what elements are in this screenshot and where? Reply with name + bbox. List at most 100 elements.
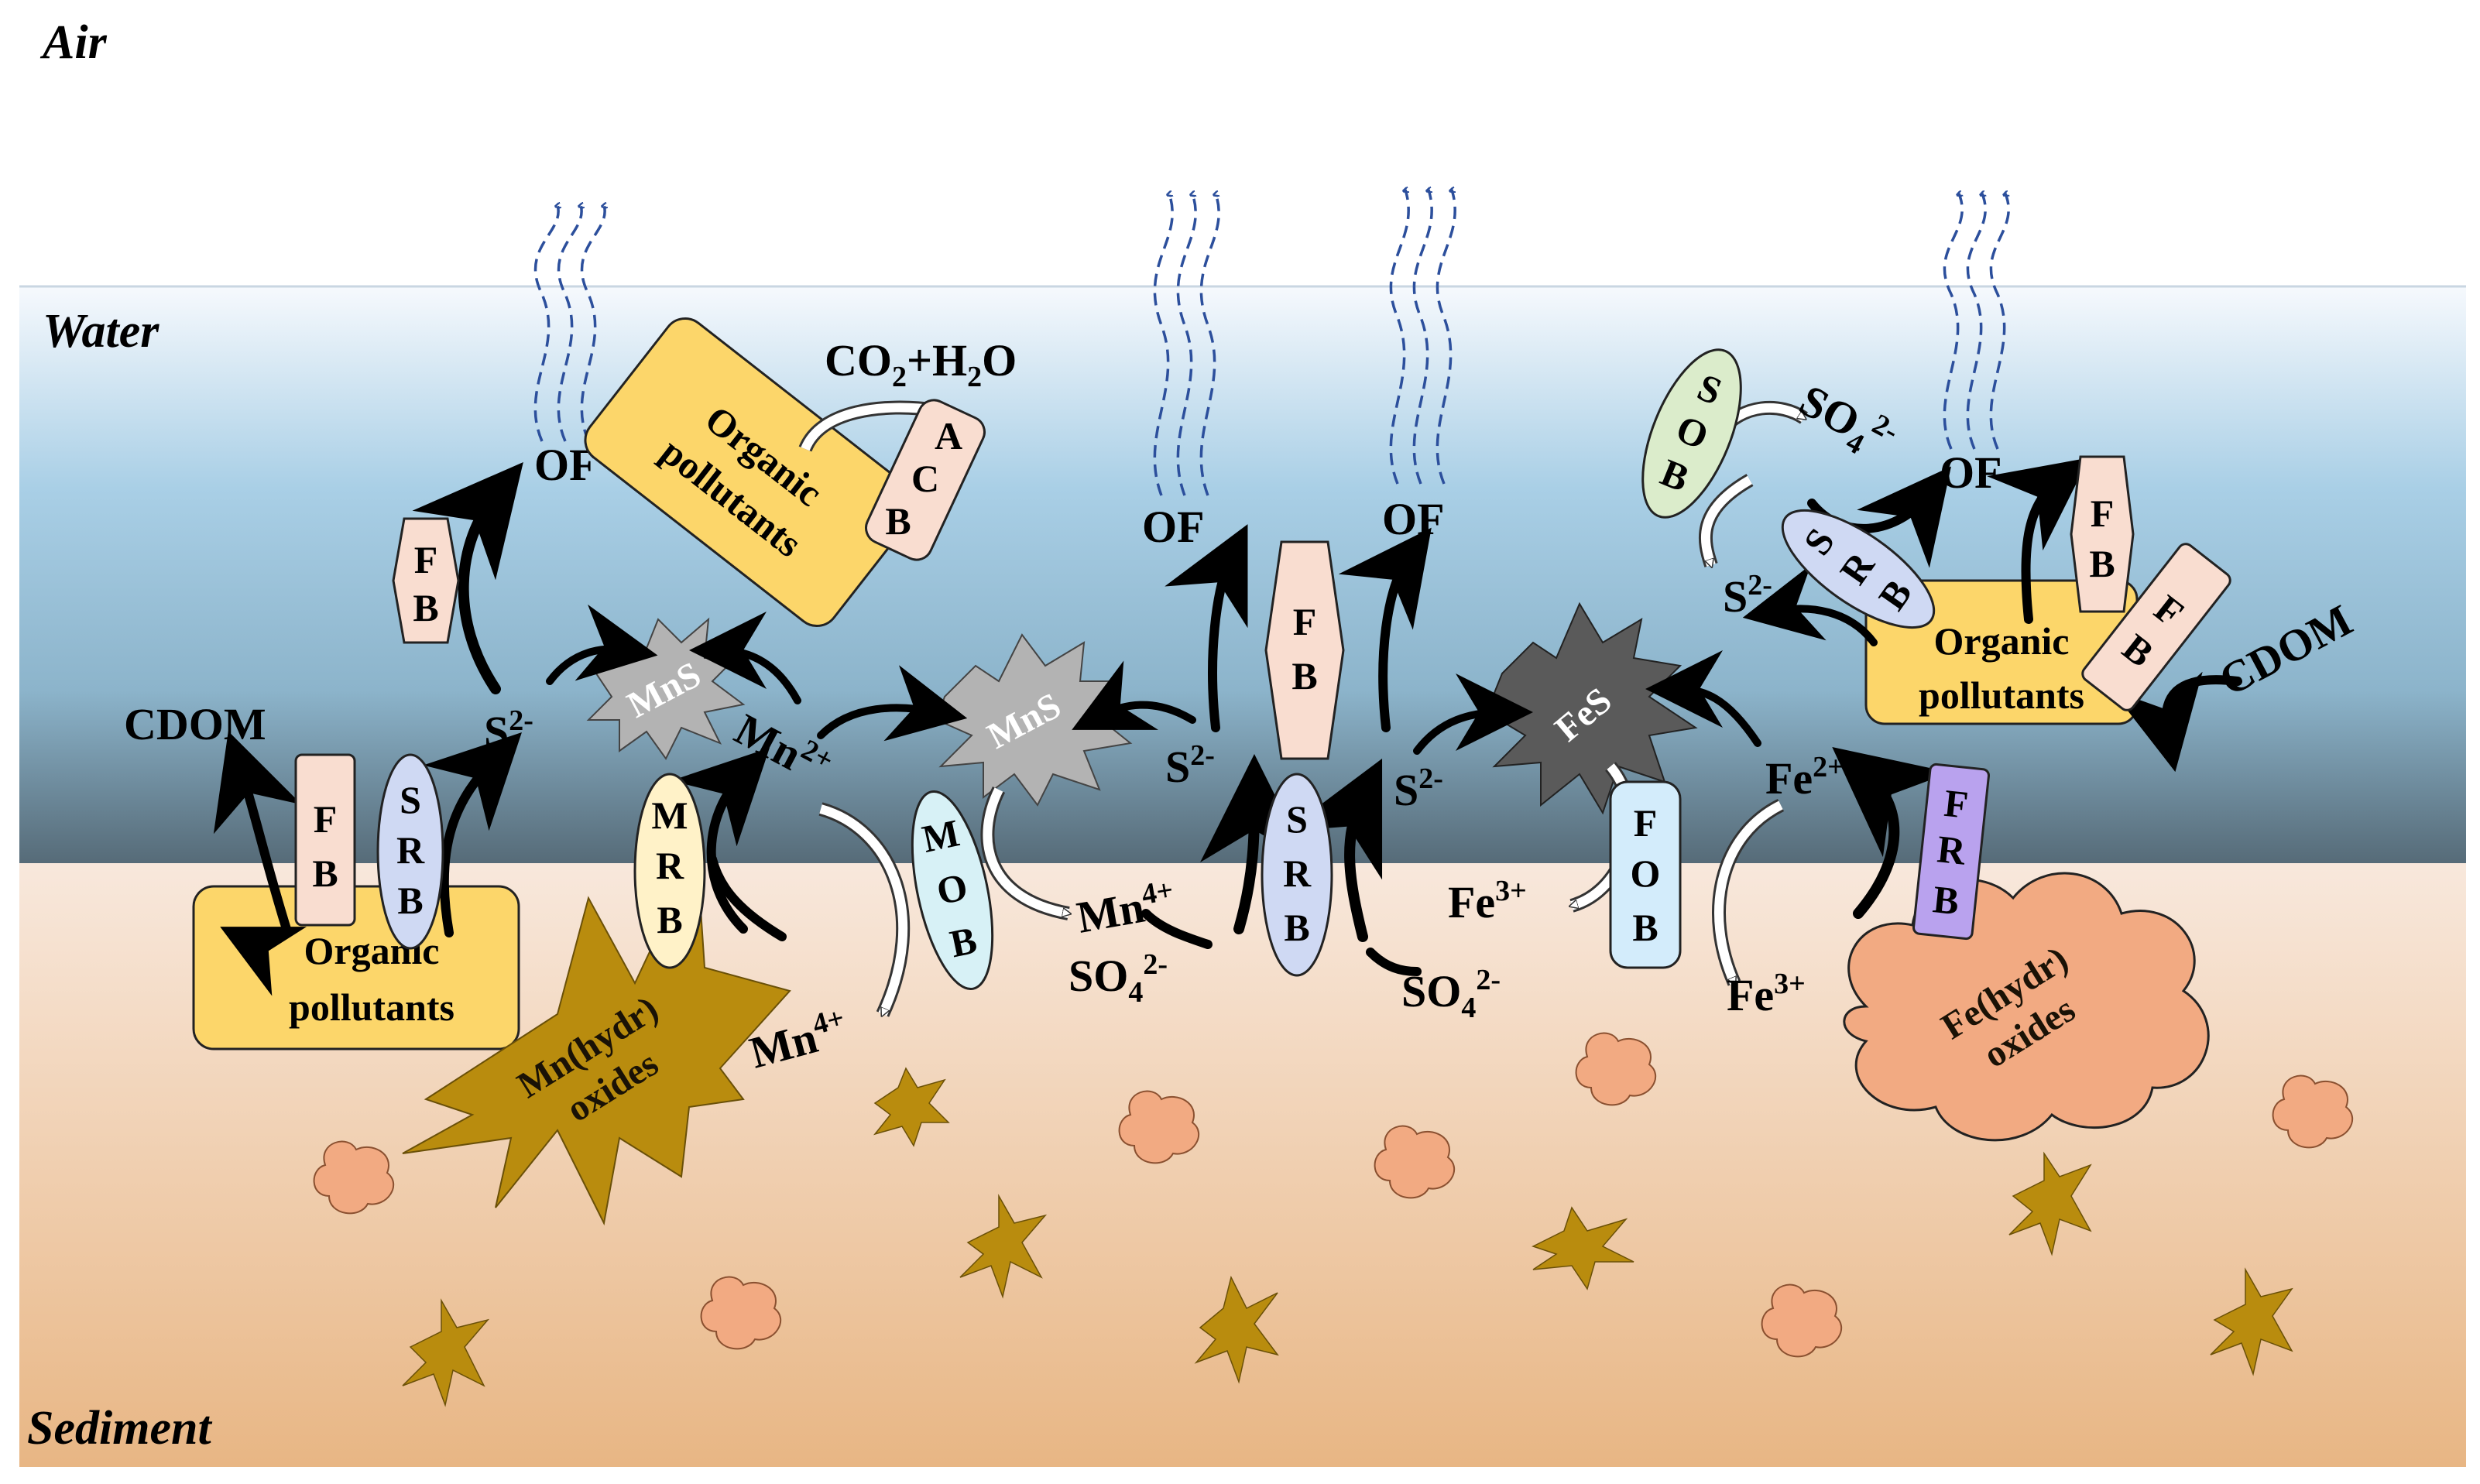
- mrb-l3: B: [657, 898, 682, 941]
- sediment-particles: [313, 1032, 2354, 1407]
- frb-l2: R: [1935, 827, 1968, 873]
- bacteria-srb-left: S R B: [376, 753, 444, 950]
- s2-center-right: S2-: [1394, 763, 1443, 815]
- fb-bottom-left-l2: B: [312, 852, 338, 895]
- so4-cr-sub: 4: [1461, 992, 1476, 1024]
- bacteria-fb-top-left: F B: [392, 517, 460, 644]
- so4-center-right: SO42-: [1401, 964, 1501, 1024]
- acb-l2: C: [911, 457, 939, 500]
- svg-text:CO2+H2O: CO2+H2O: [825, 335, 1017, 393]
- gas-arrows-3: [1389, 190, 1456, 485]
- bacteria-sob: S O B: [1641, 348, 1742, 519]
- bacteria-fb-center: F B: [1264, 540, 1345, 760]
- co2-h2o-label: CO2+H2O: [825, 335, 1017, 393]
- mn4-center-text: Mn: [1073, 882, 1148, 943]
- co2-sub: 2: [892, 361, 907, 393]
- acb-l1: A: [935, 414, 962, 458]
- so4-cl-so: SO: [1068, 951, 1128, 1001]
- fb-right-upright-l2: B: [2089, 542, 2115, 585]
- mns-blob-center: MnS: [935, 633, 1133, 807]
- fb-center-l2: B: [1291, 654, 1317, 697]
- bacteria-fb-right-tilted: F B: [2081, 543, 2231, 711]
- fe3-left-text: Fe: [1448, 877, 1495, 927]
- fe-particle-3: [1374, 1125, 1456, 1199]
- air-layer: [0, 0, 2480, 286]
- fb-bottom-left-l1: F: [314, 797, 338, 841]
- mn4-center-sup: 4+: [1139, 874, 1175, 911]
- gas-arrows-4: [1943, 194, 2010, 450]
- s2-left: S2-: [484, 704, 533, 757]
- mrb-l1: M: [651, 793, 688, 837]
- so4-cl-sub: 4: [1128, 976, 1143, 1009]
- s2-left-sup: 2-: [509, 704, 533, 737]
- mrb-l2: R: [656, 844, 684, 887]
- fe2-sup: 2+: [1813, 751, 1844, 783]
- of-label-4: OF: [1940, 447, 2002, 498]
- srb-left-l2: R: [396, 828, 425, 872]
- s2-right-s: S: [1723, 571, 1748, 622]
- bacteria-mob: M O B: [911, 790, 994, 991]
- fb-top-left-l2: B: [413, 586, 438, 629]
- frb-l3: B: [1931, 877, 1961, 923]
- fb-top-left-l1: F: [414, 538, 438, 581]
- fe-particle-4: [1575, 1032, 1657, 1106]
- mn4-center: Mn4+: [1072, 874, 1179, 943]
- so4-cr-so: SO: [1401, 966, 1461, 1016]
- s2-right-sup: 2-: [1748, 569, 1772, 601]
- srb-center-l2: R: [1283, 852, 1312, 895]
- fob-l2: O: [1631, 852, 1661, 895]
- organic-box-right-line1: Organic: [1934, 619, 2070, 663]
- fe-particle-2: [1118, 1090, 1200, 1164]
- fes-blob: FeS: [1485, 601, 1698, 815]
- fe3-right-sup: 3+: [1774, 968, 1806, 1000]
- organic-box-left: Organic pollutants: [192, 885, 520, 1050]
- bacteria-fb-bottom-left: F B: [294, 753, 356, 927]
- organic-box-top: Organic pollutants: [584, 317, 918, 628]
- water-label: Water: [43, 305, 160, 358]
- gas-arrows-1: [533, 205, 605, 442]
- air-label: Air: [39, 16, 108, 69]
- bacteria-fob: F O B: [1609, 780, 1682, 969]
- mn-particle-5: [1194, 1275, 1279, 1384]
- fe-particle-6: [700, 1276, 782, 1350]
- fb-right-upright-l1: F: [2091, 492, 2115, 535]
- fob-l3: B: [1632, 906, 1658, 949]
- srb-left-l1: S: [400, 778, 421, 821]
- mob-l1: M: [918, 811, 963, 861]
- srb-left-l3: B: [397, 879, 423, 922]
- frb-l1: F: [1942, 781, 1970, 827]
- co2-text: CO: [825, 335, 892, 386]
- s2-right: S2-: [1723, 569, 1772, 622]
- organic-box-left-line2: pollutants: [289, 985, 454, 1029]
- fe3-right-text: Fe: [1727, 970, 1774, 1020]
- bacteria-frb: F R B: [1912, 763, 1990, 941]
- fe3-right: Fe3+: [1727, 968, 1806, 1020]
- svg-text:Mn4+: Mn4+: [1072, 874, 1179, 943]
- mn-particle-2: [959, 1194, 1048, 1299]
- bacteria-srb-right: S R B: [1781, 509, 1936, 629]
- of-label-2: OF: [1142, 502, 1205, 552]
- fe2-label: Fe2+: [1765, 751, 1844, 804]
- h2o-o: O: [982, 335, 1017, 386]
- fe3-left-sup: 3+: [1495, 875, 1527, 907]
- bacteria-fb-right-upright: F B: [2070, 455, 2135, 613]
- so4-cr-sup: 2-: [1476, 964, 1501, 996]
- cdom-left: CDOM: [124, 699, 266, 749]
- fe-particle-5: [2272, 1074, 2354, 1149]
- fob-l1: F: [1634, 801, 1658, 845]
- so4-cl-sup: 2-: [1143, 948, 1168, 981]
- mn-particle-4: [402, 1298, 490, 1407]
- so4-center-left: SO42-: [1068, 948, 1168, 1009]
- organic-box-right-line2: pollutants: [1919, 673, 2084, 717]
- bacteria-mrb: M R B: [633, 773, 706, 969]
- s2-center-right-sup: 2-: [1418, 763, 1443, 795]
- s2-center-right-s: S: [1394, 765, 1418, 815]
- fe-particle-1: [313, 1140, 395, 1215]
- acb-l3: B: [885, 499, 911, 543]
- s2-center-left-sup: 2-: [1190, 739, 1215, 772]
- h2o-sub: 2: [967, 361, 982, 393]
- bacteria-srb-center: S R B: [1261, 773, 1333, 977]
- srb-center-l3: B: [1284, 906, 1309, 949]
